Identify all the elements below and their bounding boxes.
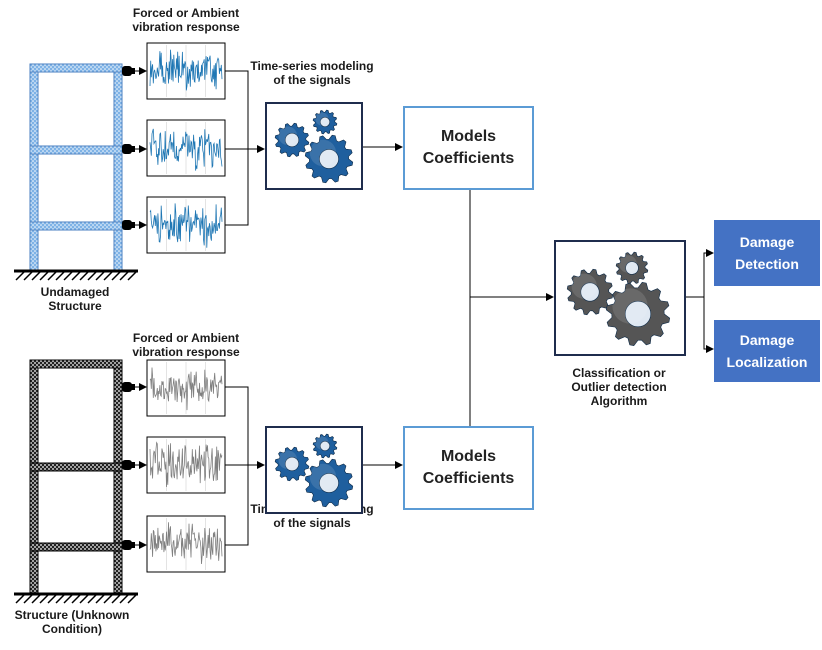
- structure-label-bottom: Structure (Unknown Condition): [14, 608, 130, 636]
- gear-icon: [274, 109, 354, 184]
- models-coefficients-bottom: Models Coefficients: [403, 426, 534, 510]
- damage-localization-box: Damage Localization: [714, 320, 820, 382]
- unknown-structure-frame: [29, 359, 123, 595]
- signal-traces-bottom: [149, 362, 223, 570]
- time-series-model-gears-top: [265, 102, 363, 190]
- classifier-gears: [554, 240, 686, 356]
- gear-icon: [274, 433, 354, 508]
- connectors-middle: [469, 190, 714, 427]
- connectors-bottom: [225, 386, 403, 546]
- signal-title-top: Forced or Ambient vibration response: [132, 6, 240, 34]
- ground-hatch-top: [14, 269, 138, 281]
- signal-plots-top: [146, 42, 226, 254]
- models-coefficients-top: Models Coefficients: [403, 106, 534, 190]
- signal-plots-bottom: [146, 359, 226, 573]
- sensor-icons-bottom: [122, 382, 135, 550]
- time-series-model-gears-bottom: [265, 426, 363, 514]
- signal-traces-top: [149, 45, 223, 251]
- model-title-top: Time-series modeling of the signals: [250, 59, 374, 87]
- sensor-icons-top: [122, 66, 135, 230]
- sensor-arrows-bottom: [135, 383, 147, 549]
- classifier-label: Classification or Outlier detection Algo…: [571, 366, 667, 408]
- structure-label-top: Undamaged Structure: [40, 285, 110, 313]
- gear-icon: [566, 251, 671, 347]
- damage-detection-box: Damage Detection: [714, 220, 820, 286]
- undamaged-structure-frame: [29, 63, 123, 273]
- connectors-top: [225, 70, 403, 226]
- ground-hatch-bottom: [14, 592, 138, 604]
- sensor-arrows-top: [135, 67, 147, 229]
- signal-title-bottom: Forced or Ambient vibration response: [132, 331, 240, 359]
